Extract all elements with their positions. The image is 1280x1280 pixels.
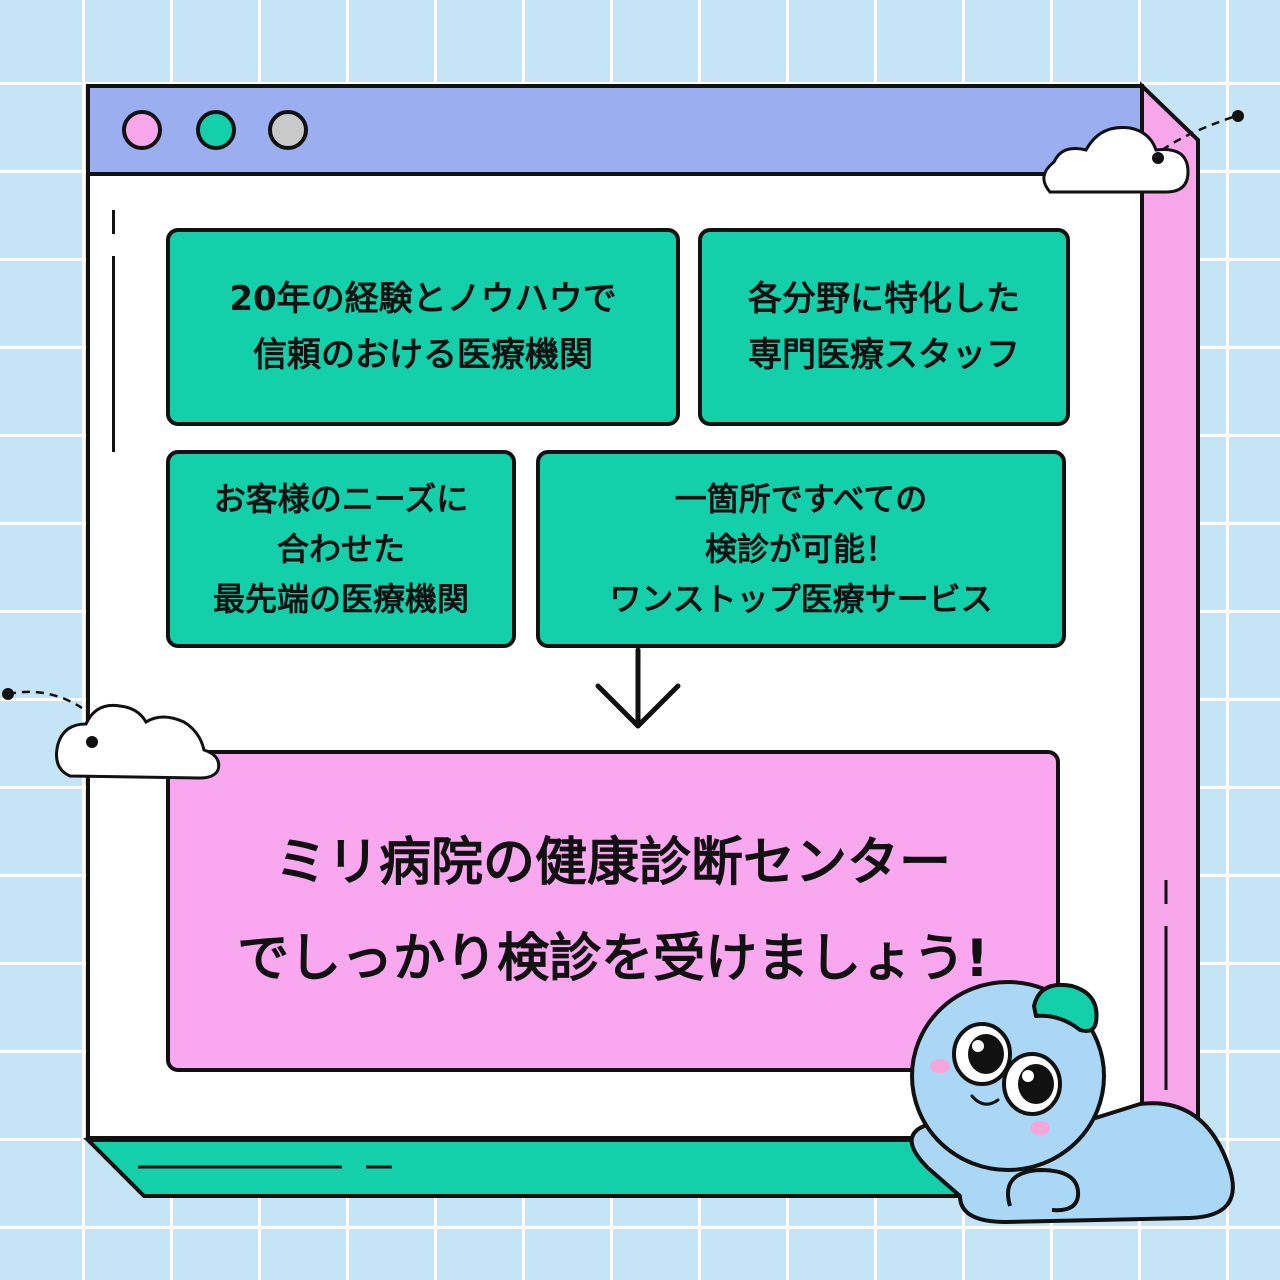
cloud-icon (2, 688, 221, 780)
window-dot-green[interactable] (196, 110, 236, 150)
card-text-line: 20年の経験とノウハウで (229, 279, 617, 319)
window-dot-pink[interactable] (122, 110, 162, 150)
window-dot-gray[interactable] (268, 110, 308, 150)
card-text-line: お客様のニーズに (213, 480, 469, 518)
card-text-line: 信頼のおける医療機関 (253, 335, 593, 375)
mascot-character (909, 980, 1235, 1224)
cloud-icon (1042, 110, 1244, 194)
feature-card-staff: 各分野に特化した 専門医療スタッフ (698, 228, 1070, 426)
card-text-line: 一箇所ですべての (674, 480, 928, 518)
card-text-line: 合わせた (276, 530, 405, 568)
card-text-line: ワンストップ医療サービス (609, 580, 993, 618)
banner-line: でしっかり検診を受けましょう! (237, 929, 989, 989)
feature-card-onestop: 一箇所ですべての 検診が可能！ ワンストップ医療サービス (536, 450, 1066, 648)
card-text-line: 最先端の医療機関 (212, 580, 469, 618)
window-titlebar (90, 88, 1140, 176)
cta-banner: ミリ病院の健康診断センター でしっかり検診を受けましょう! (166, 750, 1060, 1072)
card-text-line: 検診が可能！ (704, 530, 897, 568)
banner-line: ミリ病院の健康診断センター (274, 833, 951, 893)
card-text-line: 専門医療スタッフ (748, 335, 1020, 375)
feature-card-experience: 20年の経験とノウハウで 信頼のおける医療機関 (166, 228, 680, 426)
card-text-line: 各分野に特化した (748, 279, 1020, 319)
feature-card-needs: お客様のニーズに 合わせた 最先端の医療機関 (166, 450, 516, 648)
